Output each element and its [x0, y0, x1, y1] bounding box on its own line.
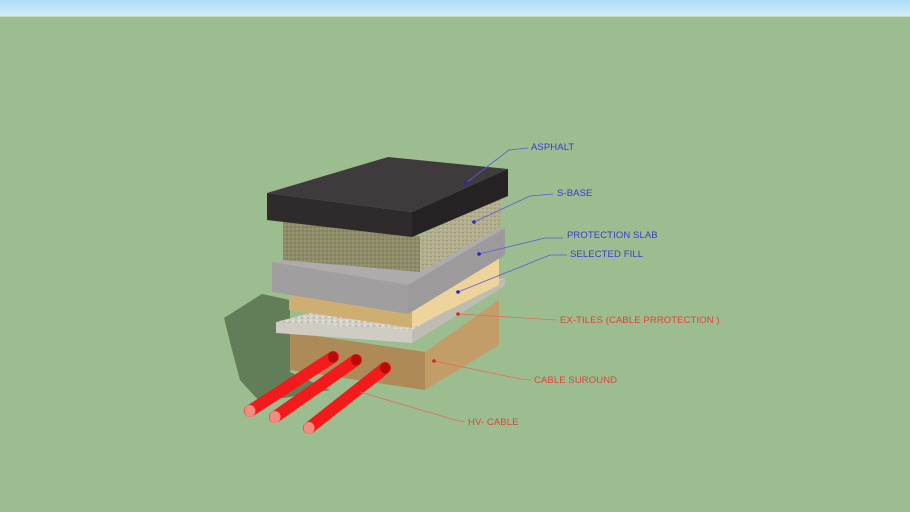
label-ex-tiles: EX-TILES (CABLE PRROTECTION ) — [560, 315, 720, 326]
label-s-base: S-BASE — [557, 188, 593, 199]
shadow — [224, 294, 330, 402]
label-protection-slab: PROTECTION SLAB — [567, 230, 658, 241]
selected-fill-block — [289, 258, 499, 328]
s-base-block — [283, 192, 501, 272]
label-asphalt: ASPHALT — [531, 142, 575, 153]
asphalt-block — [267, 157, 508, 237]
sky-band — [0, 0, 910, 17]
leader-arrowheads — [432, 181, 481, 363]
label-hv-cable: HV- CABLE — [468, 417, 519, 428]
label-selected-fill: SELECTED FILL — [570, 249, 644, 260]
label-cable-surround: CABLE SUROUND — [534, 375, 618, 386]
hv-cables — [244, 351, 391, 434]
leader-lines — [359, 147, 567, 423]
